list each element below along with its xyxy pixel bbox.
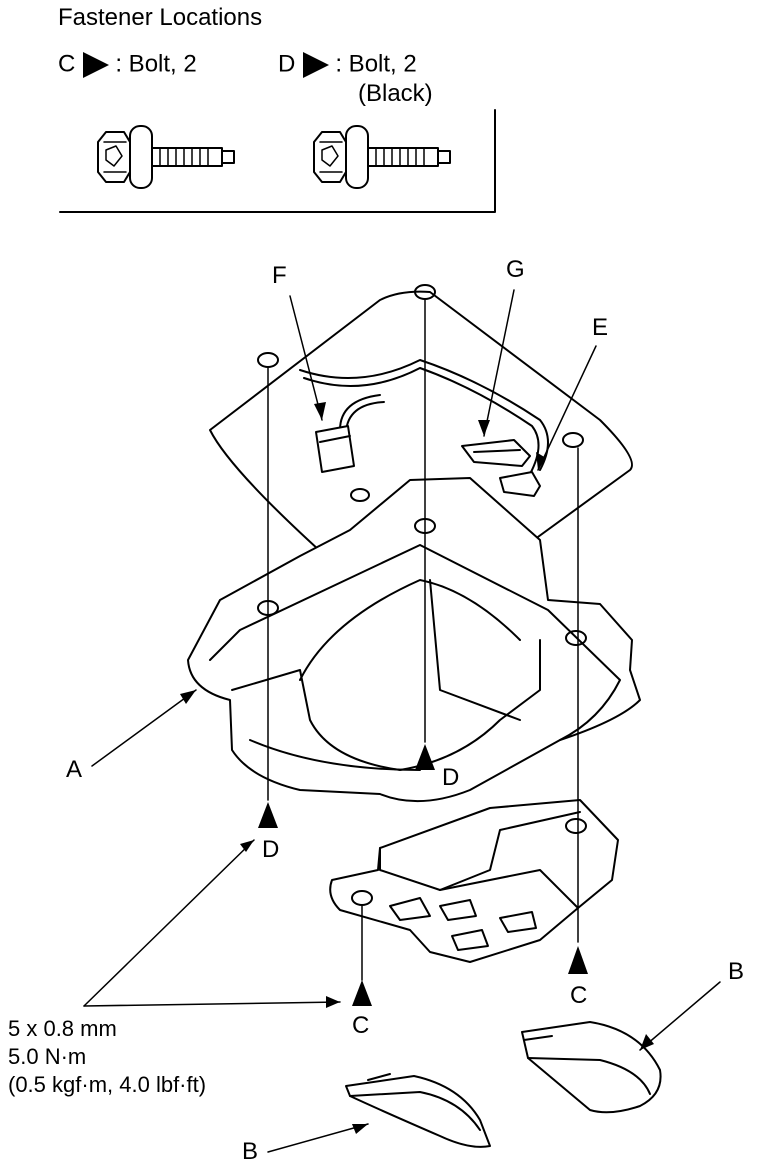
callout-c-left: C	[352, 1012, 370, 1039]
legend-item-c: C : Bolt, 2	[58, 52, 197, 78]
leader-a	[91, 689, 197, 767]
bolt-d-icon	[313, 125, 451, 189]
legend-c-desc: : Bolt, 2	[115, 50, 197, 78]
plate-hole-top	[414, 284, 436, 300]
lower-bracket	[329, 799, 619, 963]
bolt-c-icon	[97, 125, 235, 189]
arrowhead-b-right	[640, 1034, 654, 1050]
legend-d-note: (Black)	[358, 80, 433, 107]
console-housing-a	[187, 477, 641, 803]
callout-c-right: C	[570, 982, 588, 1009]
arrowhead-f	[314, 402, 326, 420]
lens-b-right	[521, 1021, 662, 1114]
connector-f	[315, 425, 355, 473]
legend-c-letter: C	[58, 50, 76, 78]
pointer-triangle-icon	[83, 52, 110, 78]
legend-title: Fastener Locations	[58, 4, 263, 31]
arrowhead-torque-c	[326, 996, 340, 1008]
legend-d-letter: D	[278, 50, 296, 78]
arrowhead-a	[180, 690, 196, 704]
leader-b-right	[639, 981, 721, 1051]
marker-d-left	[258, 802, 278, 828]
legend-box-border	[59, 109, 496, 213]
leader-torque-d	[83, 839, 255, 1007]
marker-c-right	[568, 946, 588, 974]
leader-g	[483, 289, 515, 437]
plate-hole-right	[562, 432, 584, 448]
arrowhead-torque-d	[240, 840, 254, 852]
leader-torque-c	[83, 1001, 341, 1007]
torque-value-alt: (0.5 kgf·m, 4.0 lbf·ft)	[8, 1072, 207, 1097]
callout-d-center: D	[442, 764, 460, 791]
leader-b-left	[267, 1123, 369, 1153]
connector-e	[499, 471, 541, 497]
connector-g	[461, 439, 531, 467]
leader-e	[537, 345, 597, 471]
bracket-hole-left	[351, 890, 373, 906]
callout-e: E	[592, 314, 609, 341]
callout-f: F	[272, 262, 287, 289]
torque-value-nm: 5.0 N·m	[8, 1044, 87, 1069]
callout-b-right: B	[728, 958, 745, 985]
leader-f	[289, 295, 323, 421]
callout-b-left: B	[242, 1138, 259, 1165]
lens-b-left	[345, 1073, 491, 1148]
marker-d-center	[415, 744, 435, 770]
plate-hole-left	[257, 352, 279, 368]
marker-c-left	[352, 980, 372, 1006]
arrowhead-b-left	[352, 1124, 368, 1134]
torque-bolt-size: 5 x 0.8 mm	[8, 1016, 117, 1041]
bracket-hole-right	[565, 818, 587, 834]
roof-mounting-plate	[209, 284, 633, 561]
arrowhead-e	[536, 452, 546, 470]
legend-item-d: D : Bolt, 2	[278, 52, 417, 78]
callout-a: A	[66, 756, 83, 783]
housing-hole-right	[565, 630, 587, 646]
callout-g: G	[506, 256, 525, 283]
arrowhead-g	[478, 420, 490, 436]
legend-d-desc: : Bolt, 2	[335, 50, 417, 78]
callout-d-left: D	[262, 836, 280, 863]
pointer-triangle-icon	[303, 52, 330, 78]
